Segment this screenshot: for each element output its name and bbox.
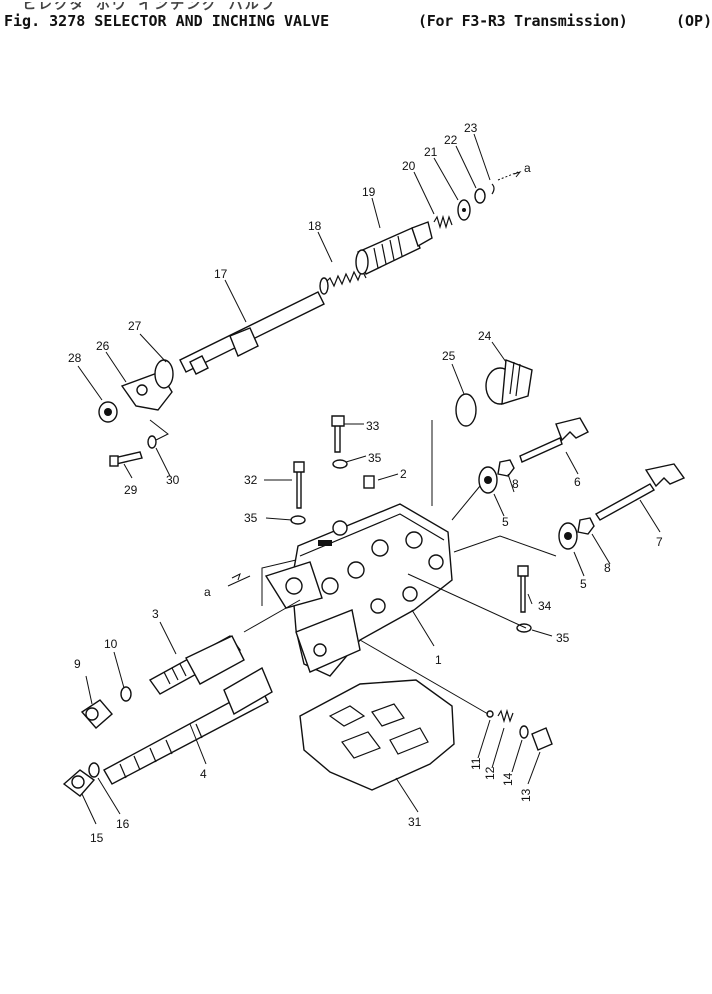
callout-14: 14 (501, 772, 515, 786)
bolt-33 (331, 415, 345, 453)
callout-22: 22 (444, 133, 458, 147)
lever-7 (594, 463, 686, 521)
callout-15: 15 (90, 831, 104, 845)
seal-5-lower (558, 522, 578, 550)
nut-8-lower (577, 517, 595, 535)
seal-28 (98, 401, 118, 423)
callout-1: 1 (435, 653, 442, 667)
callout-25: 25 (442, 349, 456, 363)
callout-11: 11 (469, 757, 483, 770)
callout-5-upper: 5 (502, 515, 509, 529)
figure-title: Fig. 3278 SELECTOR AND INCHING VALVE (4, 12, 330, 30)
bolt-34 (517, 565, 529, 613)
washer-21 (457, 199, 471, 221)
spring-12 (497, 708, 514, 724)
callout-5-lower: 5 (580, 577, 587, 591)
plug-19 (355, 221, 433, 275)
callout-29: 29 (124, 483, 138, 497)
callout-31: 31 (408, 815, 422, 829)
callout-27: 27 (128, 319, 142, 333)
callout-33: 33 (366, 419, 380, 433)
figure-subtitle: (For F3-R3 Transmission) (418, 12, 628, 30)
callout-18: 18 (308, 219, 322, 233)
callout-16: 16 (116, 817, 130, 831)
seal-5-upper (478, 466, 498, 494)
callout-labels: 1 2 3 4 5 5 6 7 8 8 9 10 11 12 13 14 15 … (68, 121, 663, 845)
callout-17: 17 (214, 267, 228, 281)
figure-title-bar: ヒレクタ ホウ インチング バルブ Fig. 3278 SELECTOR AND… (2, 2, 710, 32)
plug-9 (80, 699, 113, 729)
plug-2 (363, 475, 375, 489)
ball-11 (486, 710, 494, 718)
callout-4: 4 (200, 767, 207, 781)
o-ring-25 (455, 393, 477, 427)
spring-18 (319, 268, 367, 295)
washer-35-left (290, 515, 306, 525)
callout-28: 28 (68, 351, 82, 365)
lever-6 (519, 417, 589, 463)
callout-35-top: 35 (368, 451, 382, 465)
callout-6: 6 (574, 475, 581, 489)
callout-13: 13 (519, 788, 533, 802)
o-ring-27 (154, 359, 174, 389)
bolt-32 (293, 461, 305, 509)
valve-body-1 (264, 503, 453, 677)
washer-35-top (332, 459, 348, 469)
callout-2: 2 (400, 467, 407, 481)
callout-23: 23 (464, 121, 478, 135)
ring-22 (474, 188, 486, 204)
callout-35-left: 35 (244, 511, 258, 525)
bolt-29 (109, 451, 143, 467)
callout-24: 24 (478, 329, 492, 343)
o-ring-16 (88, 762, 100, 778)
plug-15 (62, 769, 96, 797)
snap-ring-23 (491, 183, 495, 195)
callout-9: 9 (74, 657, 81, 671)
callout-8-upper: 8 (512, 477, 519, 491)
callout-12: 12 (483, 766, 497, 780)
callout-3: 3 (152, 607, 159, 621)
callout-20: 20 (402, 159, 416, 173)
callout-10: 10 (104, 637, 118, 651)
plug-24 (485, 359, 533, 405)
o-ring-14 (519, 725, 529, 739)
callout-26: 26 (96, 339, 110, 353)
spool-3 (148, 635, 245, 695)
callout-8-lower: 8 (604, 561, 611, 575)
callout-30: 30 (166, 473, 180, 487)
callout-19: 19 (362, 185, 376, 199)
callout-35-right: 35 (556, 631, 570, 645)
spool-4 (103, 666, 273, 785)
figure-option: (OP) (676, 12, 710, 30)
nut-8-upper (497, 459, 515, 477)
callout-34: 34 (538, 599, 552, 613)
washer-30 (147, 435, 157, 449)
spool-17 (179, 291, 325, 375)
callout-a-top: a (524, 161, 531, 175)
callout-21: 21 (424, 145, 438, 159)
o-ring-10 (120, 686, 132, 702)
gasket-31 (299, 679, 455, 791)
callout-a-left: a (204, 585, 211, 599)
plug-13 (531, 727, 553, 751)
callout-7: 7 (656, 535, 663, 549)
japanese-title: ヒレクタ ホウ インチング バルブ (22, 2, 277, 13)
spring-20 (433, 214, 453, 230)
callout-32: 32 (244, 473, 258, 487)
